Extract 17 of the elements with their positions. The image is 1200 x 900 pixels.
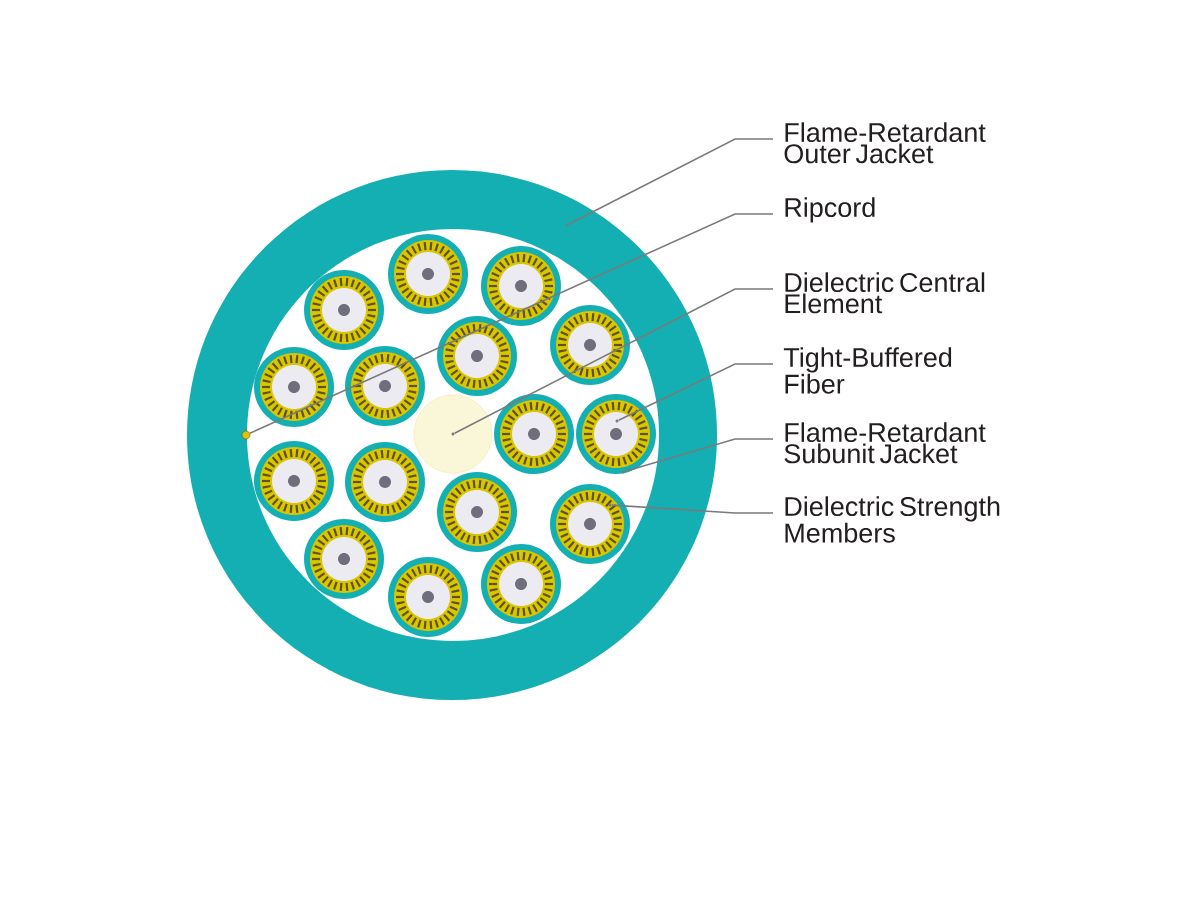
leader-end-point [608,503,612,507]
callout-label: Flame-Retardant Subunit Jacket [784,422,986,464]
callout-label: Dielectric Strength Members [785,496,1000,543]
leader-line [623,438,774,473]
leader-line [249,213,774,434]
callout-label: Flame-Retardant Outer Jacket [784,122,986,164]
leader-line [617,363,774,421]
leader-line [453,288,774,434]
leader-line [567,138,774,225]
leader-end-point [451,432,455,436]
callout-label: Dielectric Central Element [785,272,985,314]
leader-end-point [615,419,619,423]
leader-line [611,504,774,514]
callout-label: Tight-Buffered Fiber [783,347,952,394]
leader-end-point [565,223,569,227]
callout-label: Ripcord [785,197,875,223]
leader-end-point [621,470,625,474]
